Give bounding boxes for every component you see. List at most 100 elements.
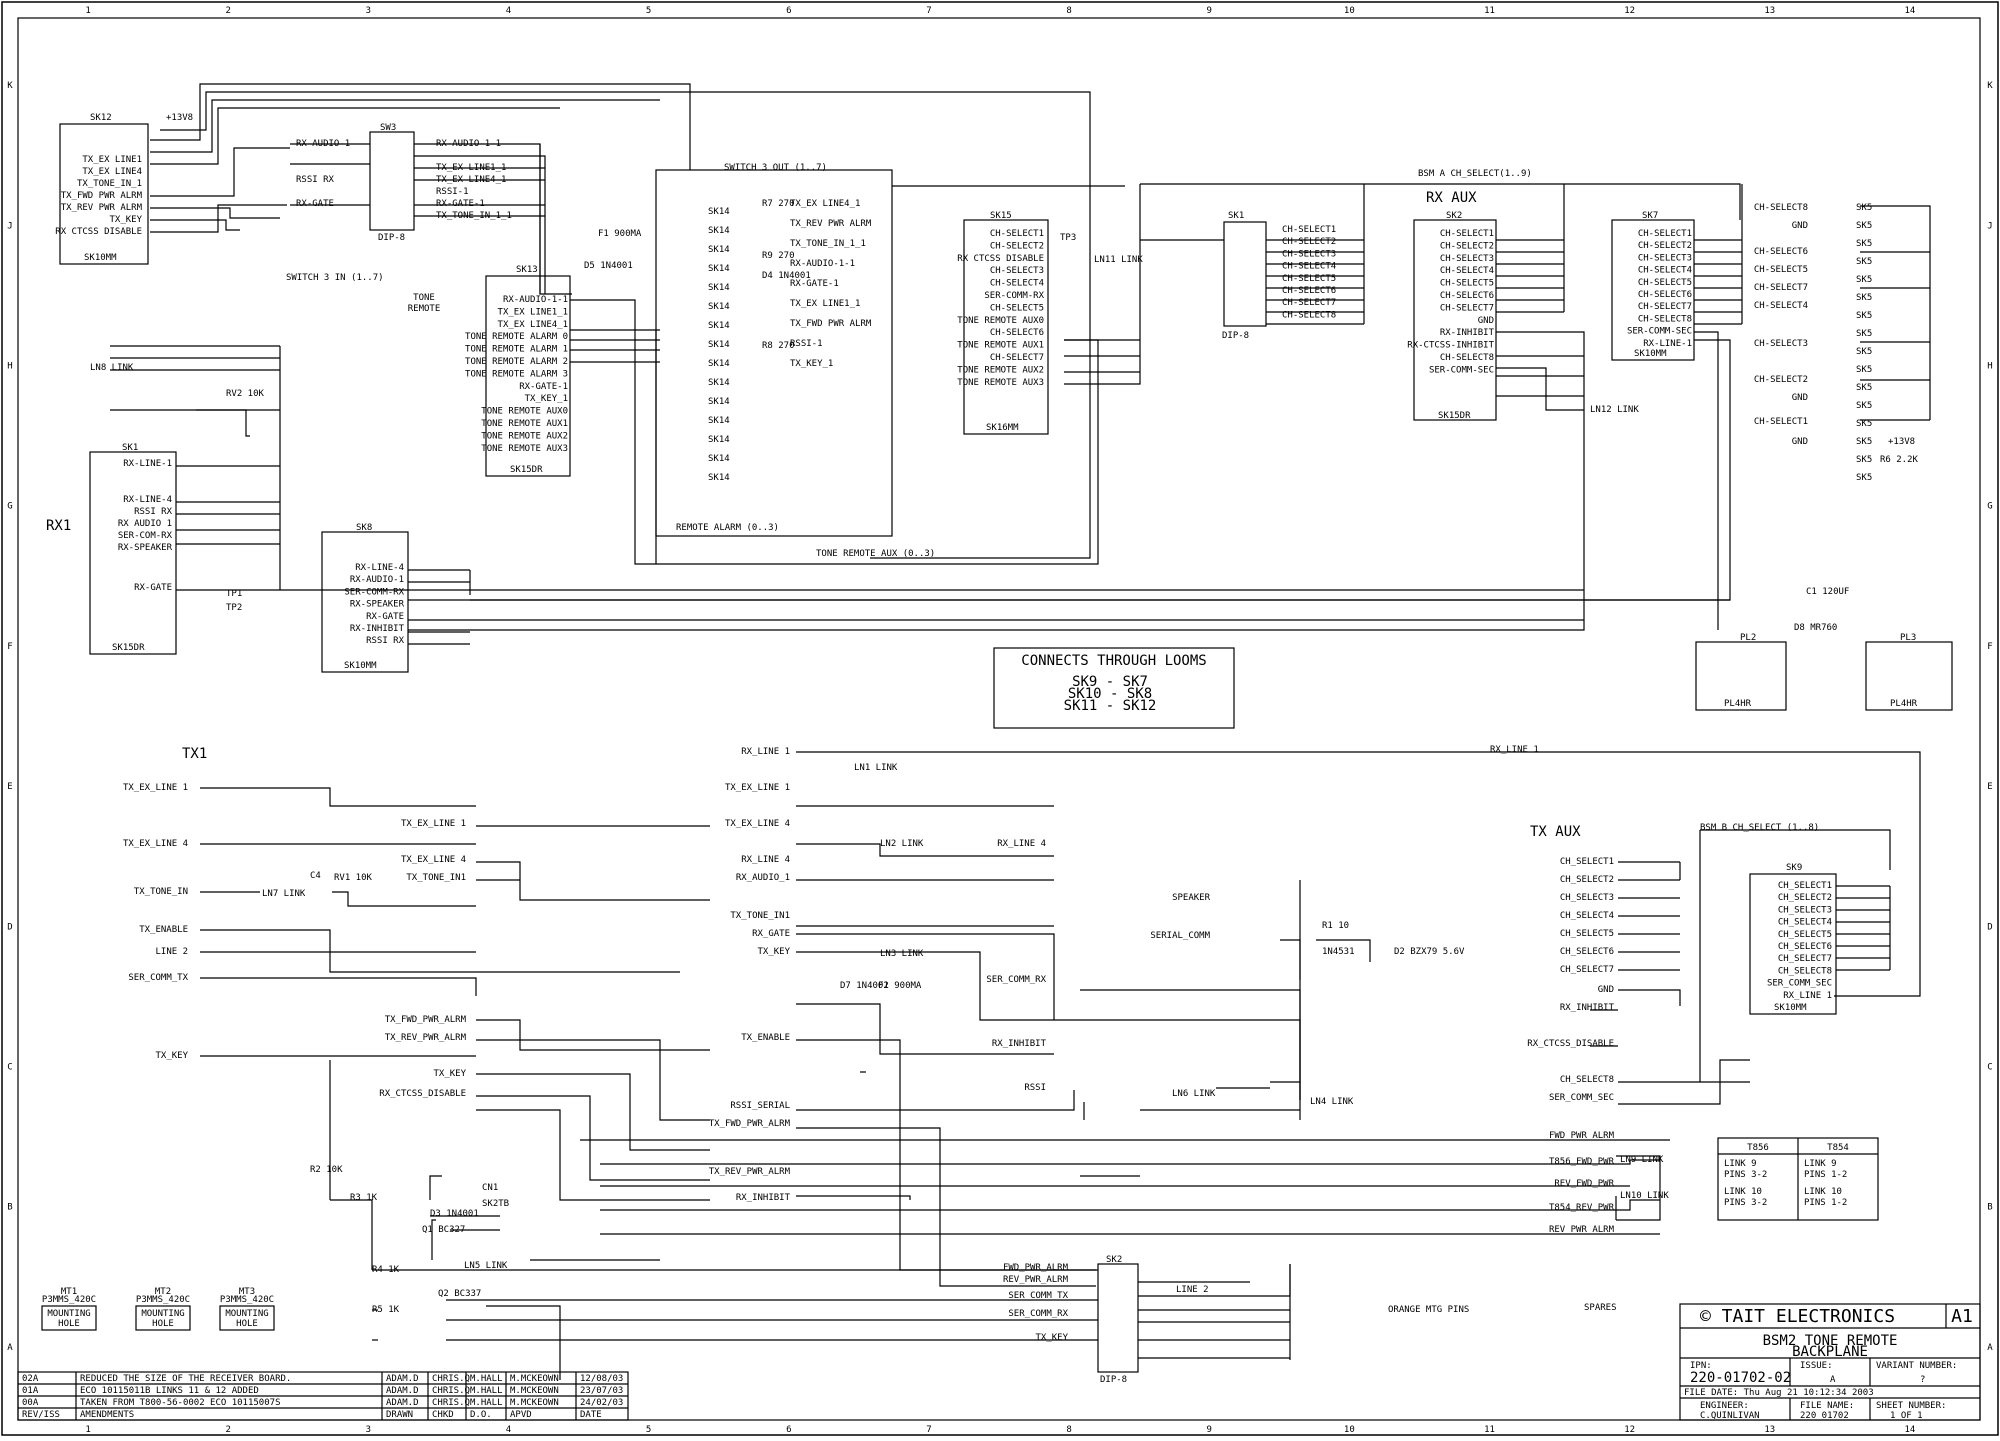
sk11-signal-label: TX_KEY [433, 1069, 466, 1079]
sk8-name: SK8 [356, 523, 372, 533]
sk13-pin-label: RX-AUDIO-1-1 [503, 295, 568, 305]
engineer-label: ENGINEER: [1700, 1401, 1749, 1411]
revision-cell: M.MCKEOWN [510, 1374, 559, 1384]
sw3-right-label: RX-AUDIO-1-1 [436, 139, 501, 149]
revision-header: REV/ISS [22, 1410, 60, 1420]
sk9-pin-label: RX_LINE 1 [1783, 991, 1832, 1001]
component-label: LN11 LINK [1094, 255, 1143, 265]
sk14-pin-label: SK14 [708, 321, 730, 331]
link-table-cell: LINK 9 [1804, 1159, 1837, 1169]
component-label: R5 1K [372, 1305, 400, 1315]
sk9-pin-label: CH_SELECT7 [1778, 954, 1832, 964]
sk9-pin-label: CH_SELECT8 [1778, 966, 1832, 976]
sk11-signal-label: TX_EX_LINE 4 [401, 855, 466, 865]
line2-label: LINE 2 [1176, 1285, 1209, 1295]
bsm-b-heading: BSM B CH_SELECT (1..8) [1700, 823, 1819, 833]
sk5-pin-label: SK5 [1856, 203, 1872, 213]
sk6-signal-label: RX_LINE 4 [741, 855, 790, 865]
sk8-pin-label: RSSI RX [366, 636, 405, 646]
revision-header: CHKD [432, 1410, 454, 1420]
sk14-pin-label: SK14 [708, 264, 730, 274]
sk12-pin-label: TX_TONE_IN_1 [77, 179, 142, 189]
sk14-signal-label: TX_EX LINE1_1 [790, 299, 860, 309]
sk7-pin-label: CH-SELECT1 [1638, 229, 1692, 239]
border-col-label: 12 [1624, 1425, 1635, 1435]
border-row-label: K [1987, 81, 1993, 91]
sk11-signal-label: TX_REV_PWR_ALRM [385, 1033, 467, 1043]
sk10-signal-label: SER_COMM_RX [986, 975, 1046, 985]
revision-cell: M.HALL [470, 1386, 503, 1396]
sk12-pin-label: TX_EX LINE1 [82, 155, 142, 165]
sk9-pin-label: SER_COMM_SEC [1767, 979, 1832, 989]
tone-remote-heading: REMOTE [408, 304, 441, 314]
sk2-pin-label: CH-SELECT7 [1440, 303, 1494, 313]
sk6-signal-label: RX_INHIBIT [736, 1193, 791, 1203]
component-label: LN2 LINK [880, 839, 924, 849]
variant-value: ? [1920, 1375, 1925, 1385]
border-row-label: K [7, 81, 13, 91]
sk2-pin-label: RX-INHIBIT [1440, 328, 1495, 338]
mounting-label: HOLE [58, 1319, 80, 1329]
sk11-signal-label: TX_EX_LINE 1 [401, 819, 466, 829]
component-label: C4 [310, 871, 321, 881]
looms-line: SK10 - SK8 [1068, 686, 1152, 702]
border-col-label: 9 [1207, 6, 1212, 16]
sk9-pin-label: CH_SELECT3 [1778, 905, 1832, 915]
component-label: R1 10 [1322, 921, 1349, 931]
sw3-name: SW3 [380, 123, 396, 133]
variant-label: VARIANT NUMBER: [1876, 1361, 1957, 1371]
sk4-signal-label: CH_SELECT8 [1560, 1075, 1614, 1085]
sk4-signal-label: REV_PWR_ALRM [1549, 1225, 1615, 1235]
border-col-label: 4 [506, 1425, 511, 1435]
sk7-pin-label: CH-SELECT3 [1638, 253, 1692, 263]
sk10-signal-label: RSSI [1024, 1083, 1046, 1093]
sk5-pin-label: SK5 [1856, 311, 1872, 321]
border-row-label: D [1987, 922, 1992, 932]
border-col-label: 3 [366, 1425, 371, 1435]
border-col-label: 13 [1764, 6, 1775, 16]
sk2-dip-name: SK2 [1106, 1255, 1122, 1265]
sk6-signal-label: TX_FWD_PWR_ALRM [709, 1119, 791, 1129]
sk6-signal-label: TX_TONE_IN1 [730, 911, 790, 921]
component-label: LN8 LINK [90, 363, 134, 373]
sk8-part: SK10MM [344, 661, 377, 671]
sk13-pin-label: TONE REMOTE ALARM 1 [465, 345, 568, 355]
sk7-part: SK10MM [1634, 349, 1667, 359]
revision-cell: M.HALL [470, 1374, 503, 1384]
sk4-signal-label: CH_SELECT4 [1560, 911, 1614, 921]
supply-label: +13V8 [166, 113, 193, 123]
mounting-label: MOUNTING [225, 1309, 268, 1319]
sk7-pin-label: CH-SELECT7 [1638, 302, 1692, 312]
sk5-pin-label: SK5 [1856, 401, 1872, 411]
sk14-pin-label: SK14 [708, 416, 730, 426]
sk15-pin-label: CH-SELECT3 [990, 266, 1044, 276]
border-col-label: 1 [85, 6, 90, 16]
component-label: R7 270 [762, 199, 795, 209]
revision-cell: CHRIS.Q [432, 1374, 470, 1384]
component-label: TP2 [226, 603, 242, 613]
sk14-signal-label: RX-GATE-1 [790, 279, 839, 289]
pl3-part: PL4HR [1890, 699, 1918, 709]
sk2-part: SK15DR [1438, 411, 1471, 421]
border-col-label: 2 [226, 1425, 231, 1435]
sk1-rx-pin-label: RX-GATE [134, 583, 172, 593]
looms-line: SK9 - SK7 [1072, 674, 1148, 690]
sk4-signal-label: CH_SELECT7 [1560, 965, 1614, 975]
sk13-pin-label: TONE REMOTE AUX0 [481, 407, 568, 417]
sk1-dip-pin-label: CH-SELECT4 [1282, 262, 1336, 272]
rx-aux-heading: RX AUX [1426, 190, 1477, 206]
sk9-pin-label: CH_SELECT5 [1778, 930, 1832, 940]
sk1-dip-pin-label: CH-SELECT3 [1282, 249, 1336, 259]
sk8-pin-label: SER-COMM-RX [344, 587, 404, 597]
sk5-signal-label: CH-SELECT8 [1754, 203, 1808, 213]
sk15-pin-label: TONE REMOTE AUX1 [957, 341, 1044, 351]
component-label: D7 1N4001 [840, 981, 889, 991]
sk4-signal-label: T854_REV_PWR [1549, 1203, 1615, 1213]
border-col-label: 13 [1764, 1425, 1775, 1435]
sk14-signal-label: TX_EX LINE4_1 [790, 199, 860, 209]
component-label: TP1 [226, 589, 242, 599]
sk2-pin-label: CH-SELECT8 [1440, 353, 1494, 363]
tx1-signal-label: SER_COMM_TX [128, 973, 188, 983]
border-col-label: 1 [85, 1425, 90, 1435]
sk14-pin-label: SK14 [708, 245, 730, 255]
